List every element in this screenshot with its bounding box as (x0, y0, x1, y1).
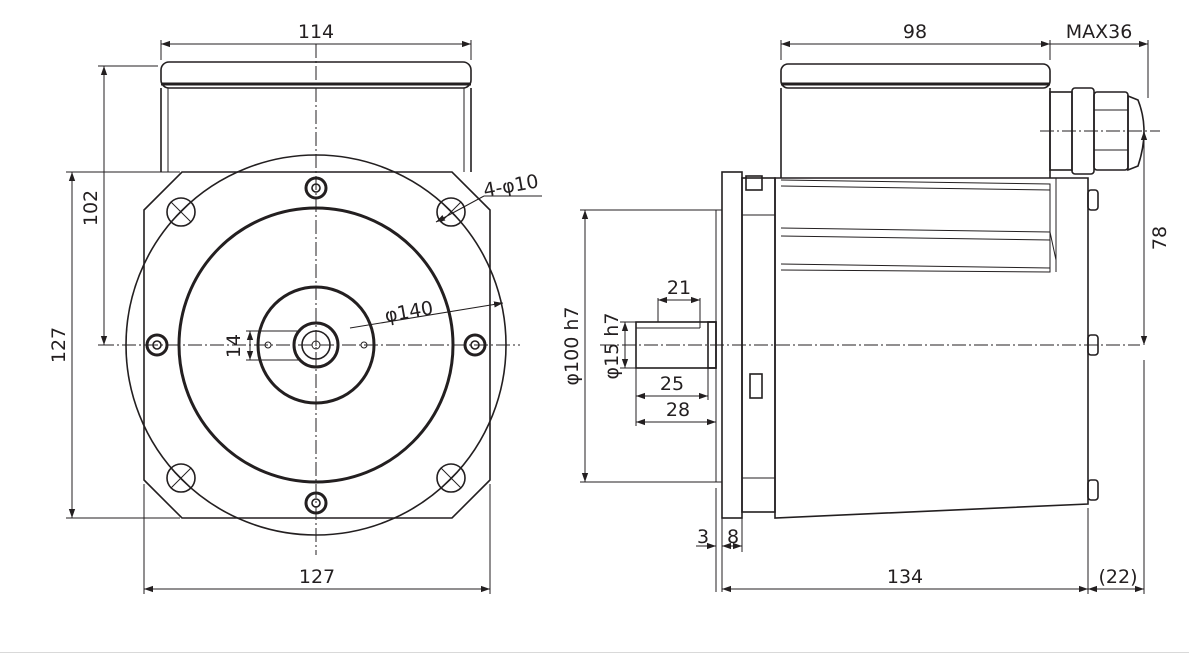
front-flange (143, 171, 491, 519)
dim-width-top: 114 (298, 21, 334, 43)
side-terminal-lid (780, 63, 1051, 89)
dim-body-length: 98 (903, 21, 927, 43)
dim-gland-max: MAX36 (1066, 21, 1133, 43)
dim-flange-t1: 3 (697, 526, 709, 548)
hole-callout: 4-φ10 (482, 170, 541, 201)
pcd-callout: φ140 (383, 297, 435, 327)
dim-total-width: 127 (299, 566, 335, 588)
dim-height-left: 102 (80, 190, 102, 226)
dim-shaft-len: 28 (666, 399, 690, 421)
dim-shaft-key: 14 (223, 334, 245, 358)
dim-key-length: 21 (667, 277, 691, 299)
dim-shaft-key-len: 25 (660, 373, 684, 395)
dim-total-length: 134 (887, 566, 923, 588)
side-view: 98 MAX36 78 21 φ100 h7 φ15 h7 25 28 (561, 21, 1171, 594)
dim-flange-t2: 8 (727, 526, 739, 548)
dim-pilot-dia: φ100 h7 (561, 307, 583, 386)
front-view: 114 102 127 127 4-φ10 φ140 14 (48, 21, 542, 594)
dim-ref-length: (22) (1098, 566, 1137, 588)
dim-gland-height: 78 (1149, 226, 1171, 250)
dim-shaft-dia: φ15 h7 (601, 313, 623, 380)
dim-total-height: 127 (48, 327, 70, 363)
